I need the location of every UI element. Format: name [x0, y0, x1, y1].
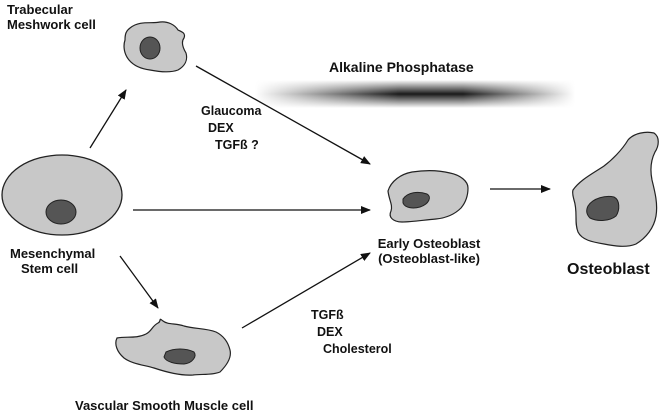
- early-osteoblast-label-line1: Early Osteoblast: [377, 236, 481, 251]
- arrow-stem-to-vascular: [119, 255, 159, 309]
- osteoblast-cell-shape: [571, 131, 659, 247]
- mesenchymal-stem-cell-shape: [1, 154, 123, 236]
- early-osteoblast-label: Early Osteoblast (Osteoblast-like): [362, 236, 496, 266]
- lower-factor-cholesterol: Cholesterol: [323, 342, 392, 356]
- trabecular-label: Trabecular Meshwork cell: [7, 2, 96, 32]
- upper-factor-dex: DEX: [208, 121, 234, 135]
- trabecular-label-line2: Meshwork cell: [7, 17, 96, 32]
- upper-factor-tgfb: TGFß ?: [215, 138, 259, 152]
- lower-factor-dex: DEX: [317, 325, 343, 339]
- trabecular-label-line1: Trabecular: [7, 2, 73, 17]
- mesenchymal-label-line2: Stem cell: [21, 261, 79, 276]
- arrow-vascular-to-early-osteoblast: [241, 252, 371, 329]
- vascular-smooth-muscle-cell-shape: [115, 318, 231, 376]
- early-osteoblast-label-line2: (Osteoblast-like): [378, 251, 480, 266]
- mesenchymal-label: Mesenchymal Stem cell: [10, 246, 95, 276]
- alkaline-phosphatase-gradient: [255, 80, 575, 108]
- lower-factor-tgfb: TGFß: [311, 308, 344, 322]
- vascular-label: Vascular Smooth Muscle cell: [75, 398, 254, 413]
- arrow-stem-to-trabecular: [89, 89, 127, 149]
- mesenchymal-label-line1: Mesenchymal: [10, 246, 96, 261]
- arrow-trabecular-to-early-osteoblast: [195, 65, 371, 165]
- osteoblast-label: Osteoblast: [567, 261, 650, 278]
- alkaline-phosphatase-label: Alkaline Phosphatase: [329, 59, 474, 75]
- trabecular-meshwork-cell-shape: [123, 21, 188, 73]
- upper-factor-glaucoma: Glaucoma: [201, 104, 262, 118]
- early-osteoblast-cell-shape: [387, 170, 469, 223]
